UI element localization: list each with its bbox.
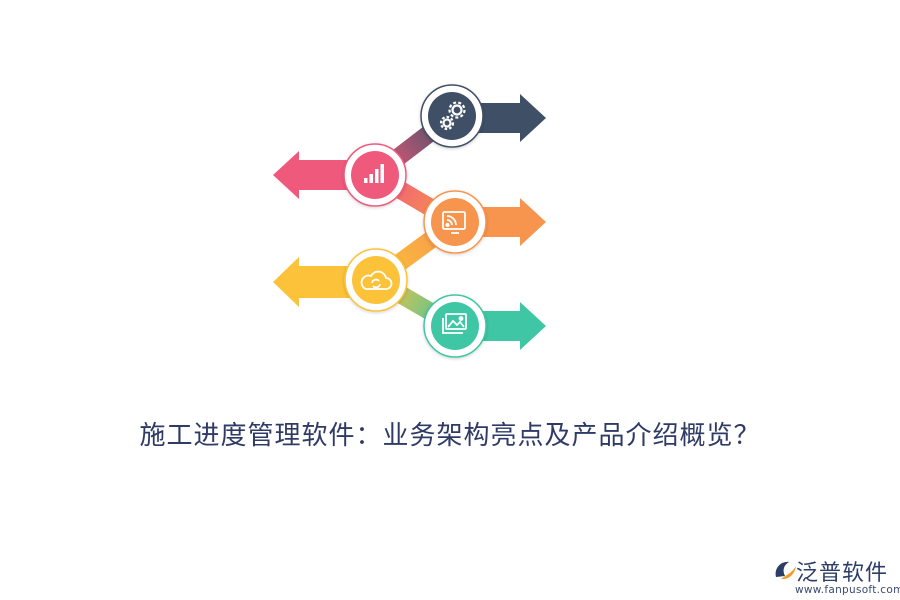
logo-mark-icon xyxy=(775,561,796,580)
arrow-left-4 xyxy=(273,257,360,307)
arrows xyxy=(273,94,546,350)
gears-icon xyxy=(439,101,466,131)
page-title: 施工进度管理软件：业务架构亮点及产品介绍概览？ xyxy=(139,421,761,451)
logo-url: www.fanpusoft.com xyxy=(795,584,900,596)
arrow-right-3 xyxy=(470,198,546,246)
step-node-2 xyxy=(343,143,407,207)
step-node-3 xyxy=(423,190,487,254)
step-node-4 xyxy=(344,248,408,312)
step-node-1 xyxy=(420,84,484,148)
brand-logo: 泛普软件 www.fanpusoft.com xyxy=(772,553,900,600)
logo-name: 泛普软件 xyxy=(796,561,889,586)
arrow-left-2 xyxy=(273,151,360,199)
arrow-right-1 xyxy=(470,94,546,142)
step-node-5 xyxy=(423,294,487,358)
cloud-sync-icon xyxy=(360,270,393,290)
screen-signal-icon xyxy=(442,211,466,234)
image-gallery-icon xyxy=(442,313,467,334)
arrow-right-5 xyxy=(470,302,546,350)
bar-chart-icon xyxy=(364,164,384,183)
